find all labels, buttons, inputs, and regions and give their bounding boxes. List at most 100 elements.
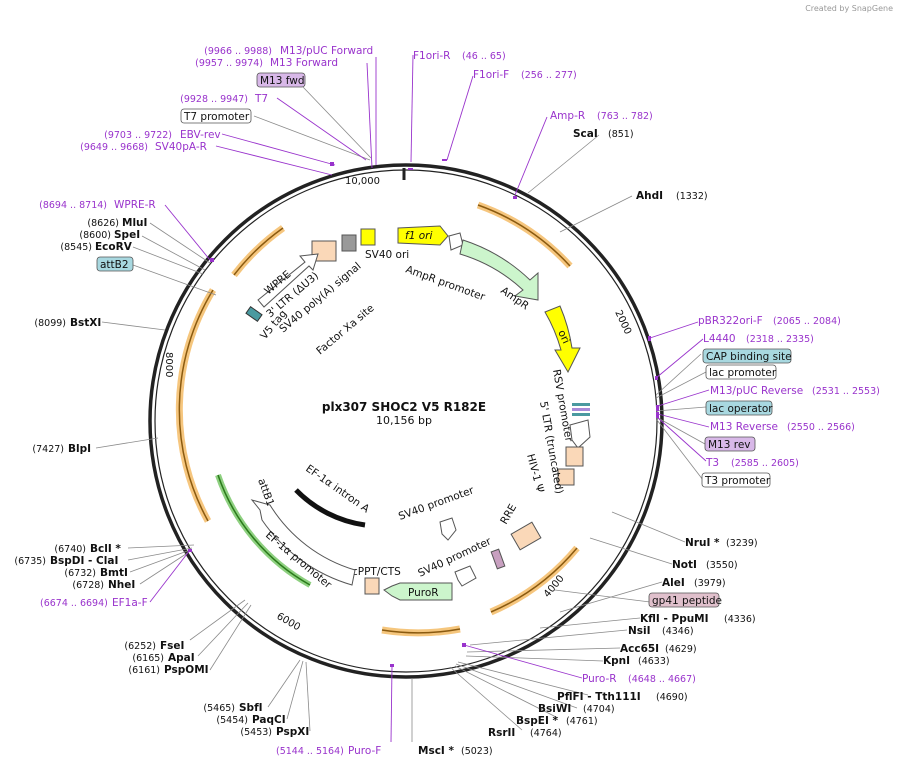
primer-pos-f1ori-f: (256 .. 277) <box>521 70 577 81</box>
site-scai: ScaI <box>573 128 598 140</box>
gp41-box <box>648 592 720 608</box>
site-ahdi-pos: (1332) <box>676 191 708 202</box>
lac-promoter-box <box>705 364 777 380</box>
m13rev-box <box>704 436 756 452</box>
site-rsrii-pos: (4764) <box>530 728 562 739</box>
f1-ori-label: f1 ori <box>405 230 432 242</box>
site-paqci-pos: (5454) <box>216 715 248 726</box>
site-apai-pos: (6165) <box>132 653 164 664</box>
site-kpni: KpnI <box>603 655 630 667</box>
site-bspei-pos: (4761) <box>566 716 598 727</box>
m13fwd-box <box>256 72 306 88</box>
grey-box <box>341 234 357 252</box>
brand-label: Created by SnapGene <box>805 4 893 13</box>
site-bspdi-pos: (6735) <box>14 556 46 567</box>
green-arcs <box>215 474 312 588</box>
primer-puro-r: Puro-R <box>582 673 617 685</box>
site-mlui: MluI <box>122 217 147 229</box>
sv40-ori-box <box>360 228 376 246</box>
site-bsiwi: BsiWI <box>538 703 571 715</box>
site-kfli: KflI - PpuMI <box>640 613 709 625</box>
t7-promoter-label: T7 promoter <box>183 111 250 123</box>
t3-promoter-box <box>701 472 771 488</box>
primer-pos-m13puc-rev: (2531 .. 2553) <box>812 386 880 397</box>
puror-arrow <box>383 582 453 601</box>
ltr5-box <box>565 446 584 467</box>
primer-marks <box>188 159 659 667</box>
site-nhei: NheI <box>108 579 135 591</box>
site-kpni-pos: (4633) <box>638 656 670 667</box>
lac-operator-label: lac operator <box>709 403 773 415</box>
primer-pos-amp-r: (763 .. 782) <box>597 111 653 122</box>
site-sbfi-pos: (5465) <box>203 703 235 714</box>
primer-pos-f1ori-r: (46 .. 65) <box>462 51 506 62</box>
primer-pos-m13puc-fwd: (9966 .. 9988) <box>204 46 272 57</box>
site-msci: MscI * <box>418 745 454 757</box>
primer-pos-pbr322ori-f: (2065 .. 2084) <box>773 316 841 327</box>
primer-m13-rev: M13 Reverse <box>710 421 778 433</box>
site-pspomi: PspOMI <box>164 664 209 676</box>
rsv-arrow <box>569 419 591 449</box>
site-noti-pos: (3550) <box>706 560 738 571</box>
primer-pos-sv40pa-r: (9649 .. 9668) <box>80 142 148 153</box>
lac-promoter-label: lac promoter <box>709 367 777 379</box>
amp-promoter-label: AmpR promoter <box>404 264 487 304</box>
site-bspei: BspEI * <box>516 715 559 727</box>
site-bspdi: BspDI - ClaI <box>50 555 118 567</box>
tick-8000: 8000 <box>163 352 174 377</box>
t7-promoter-box <box>180 108 252 124</box>
primer-pos-t3: (2585 .. 2605) <box>731 458 799 469</box>
site-nrui: NruI * <box>685 537 720 549</box>
primer-l4440: L4440 <box>703 333 736 345</box>
ampr-arrow <box>459 239 539 301</box>
wpre-arrow <box>257 253 319 308</box>
site-spei-pos: (8600) <box>79 230 111 241</box>
hiv-box <box>557 468 575 486</box>
site-bstxi: BstXI <box>70 317 101 329</box>
primer-f1ori-r: F1ori-R <box>413 50 450 62</box>
site-bcli: BclI * <box>90 543 121 555</box>
primer-pos-m13-fwd: (9957 .. 9974) <box>195 58 263 69</box>
site-nrui-pos: (3239) <box>726 538 758 549</box>
primer-pos-t7: (9928 .. 9947) <box>180 94 248 105</box>
rre-label: RRE <box>498 502 519 526</box>
backbone-inner <box>154 169 658 673</box>
gp41-label: gp41 peptide <box>652 595 722 607</box>
site-acc65i-pos: (4629) <box>665 644 697 655</box>
site-pflfi-pos: (4690) <box>656 692 688 703</box>
primer-pos-puro-f: (5144 .. 5164) <box>276 746 344 757</box>
plasmid-name: plx307 SHOC2 V5 R182E <box>322 400 486 414</box>
rre-box <box>510 521 542 551</box>
leader-lines <box>95 86 707 742</box>
site-nhei-pos: (6728) <box>72 580 104 591</box>
site-ecorv: EcoRV <box>95 241 133 253</box>
sv40-promoter2-arrow <box>454 565 477 587</box>
sv40-ori-label: SV40 ori <box>365 249 409 261</box>
site-ecorv-pos: (8545) <box>60 242 92 253</box>
site-alei: AleI <box>662 577 685 589</box>
primer-f1ori-f: F1ori-F <box>473 69 509 81</box>
tick-6000: 6000 <box>275 611 303 633</box>
primer-m13-fwd: M13 Forward <box>270 57 338 69</box>
ef1a-promoter-arrow <box>250 499 356 586</box>
primer-sv40pa-r: SV40pA-R <box>155 141 207 153</box>
site-pflfi: PflFI - Tth111I <box>557 691 641 703</box>
site-acc65i: Acc65I <box>620 643 659 655</box>
lac-operator-box <box>705 400 773 416</box>
site-ahdi: AhdI <box>636 190 663 202</box>
t3-promoter-label: T3 promoter <box>704 475 771 487</box>
primer-ebv-rev: EBV-rev <box>180 129 221 141</box>
tick-2000: 2000 <box>612 309 633 337</box>
attB2-label: attB2 <box>100 259 129 271</box>
sv40-polya-box <box>311 240 337 262</box>
cap-label: CAP binding site <box>706 351 792 363</box>
site-fsei-pos: (6252) <box>124 641 156 652</box>
v5-box <box>245 306 263 322</box>
m13rev-label: M13 rev <box>708 439 751 451</box>
primer-m13puc-fwd: M13/pUC Forward <box>280 45 373 57</box>
site-bmti-pos: (6732) <box>64 568 96 579</box>
site-nsii-pos: (4346) <box>662 626 694 637</box>
pink-marker <box>490 548 506 570</box>
site-spei: SpeI <box>114 229 140 241</box>
primer-pbr322ori-f: pBR322ori-F <box>698 315 763 327</box>
